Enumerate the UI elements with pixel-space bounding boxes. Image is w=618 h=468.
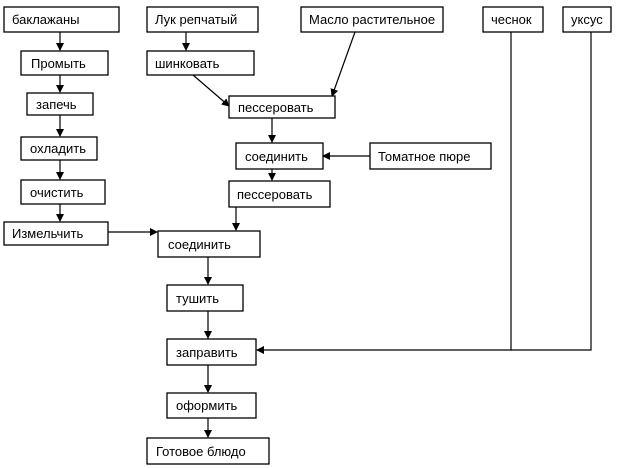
node-peel-label: очистить — [30, 185, 84, 200]
node-vinegar: уксус — [562, 6, 612, 33]
node-saute1-label: пессеровать — [238, 100, 314, 115]
node-bake-label: запечь — [36, 97, 77, 112]
flow-arrows — [56, 31, 592, 438]
node-season: заправить — [166, 338, 257, 366]
node-oil: Масло растительное — [300, 6, 444, 33]
node-combine1: соединить — [235, 142, 324, 170]
node-combine2-label: соединить — [168, 237, 231, 252]
node-stew-label: тушить — [176, 291, 219, 306]
node-cool-label: охладить — [30, 141, 86, 156]
node-garnish-label: оформить — [176, 398, 238, 413]
arrow-oil-to-saute1 — [330, 31, 356, 97]
arrow-shred-to-saute1 — [192, 74, 230, 107]
node-peel: очистить — [20, 179, 106, 205]
node-combine1-label: соединить — [245, 149, 308, 164]
node-eggplants-label: баклажаны — [12, 12, 79, 27]
node-cool: охладить — [20, 136, 98, 161]
process-steps: баклажаны Промыть запечь охладить очисти… — [3, 6, 612, 465]
arrow-vinegar-to-season — [511, 32, 592, 351]
node-tomato: Томатное пюре — [369, 142, 492, 170]
node-wash: Промыть — [20, 50, 109, 76]
node-shred-label: шинковать — [155, 56, 220, 71]
node-eggplants: баклажаны — [3, 6, 120, 33]
node-wash-label: Промыть — [31, 56, 86, 71]
node-garlic-label: чеснок — [491, 12, 532, 27]
node-tomato-label: Томатное пюре — [378, 149, 471, 164]
node-dish: Готовое блюдо — [146, 437, 270, 465]
node-chop-label: Измельчить — [12, 226, 84, 241]
node-saute2: пессеровать — [228, 180, 331, 208]
node-dish-label: Готовое блюдо — [156, 444, 246, 459]
node-chop: Измельчить — [3, 221, 109, 246]
node-onion: Лук репчатый — [146, 6, 259, 33]
node-stew: тушить — [166, 284, 244, 312]
node-garnish: оформить — [166, 392, 257, 419]
node-combine2: соединить — [157, 230, 261, 258]
node-vinegar-label: уксус — [571, 12, 603, 27]
node-onion-label: Лук репчатый — [155, 12, 237, 27]
node-season-label: заправить — [176, 345, 238, 360]
node-garlic: чеснок — [482, 6, 544, 33]
node-saute1: пессеровать — [228, 95, 336, 119]
node-saute2-label: пессеровать — [237, 187, 313, 202]
node-bake: запечь — [26, 92, 94, 116]
node-oil-label: Масло растительное — [309, 12, 435, 27]
node-shred: шинковать — [146, 50, 255, 76]
